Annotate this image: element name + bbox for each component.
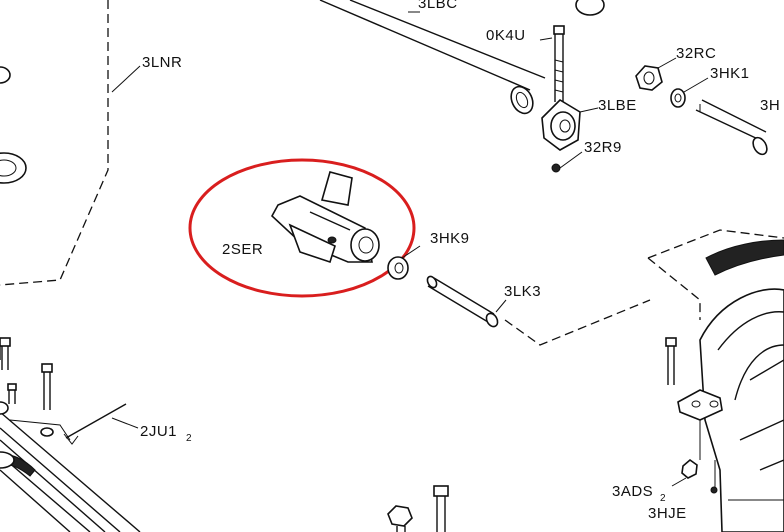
shaft-3lbc	[319, 0, 605, 115]
label-3lbe: 3LBE	[598, 97, 637, 114]
part-labels: 3LBC 0K4U 32RC 3HK1 3LNR 3LBE 3H 32R9 3H…	[140, 0, 780, 522]
label-2ju1-subscript: 2	[186, 433, 192, 444]
bolts-left	[0, 337, 54, 469]
label-3ads: 3ADS	[612, 483, 653, 500]
label-3lk3: 3LK3	[504, 283, 541, 300]
left-boundary-lines	[0, 0, 109, 360]
pin-2ju1	[63, 403, 139, 445]
assembly-outline-right	[504, 229, 784, 346]
label-2ju1: 2JU1	[140, 423, 177, 440]
label-32rc: 32RC	[676, 45, 716, 62]
label-3hje: 3HJE	[648, 505, 687, 522]
part-2ser	[270, 171, 380, 264]
nut-32rc	[635, 57, 677, 91]
label-3hk9: 3HK9	[430, 230, 470, 247]
washer-3hk1	[670, 77, 709, 108]
bolts-bottom	[387, 485, 449, 532]
bearing-3lbe	[541, 98, 599, 173]
bolt-guard	[665, 337, 677, 385]
label-3hk1: 3HK1	[710, 65, 750, 82]
pin-3h	[695, 99, 768, 156]
left-edge-washers	[0, 66, 27, 184]
rail-assembly	[0, 411, 141, 532]
screw-3hje	[710, 486, 718, 494]
washer-3hk9	[387, 245, 421, 280]
label-3ads-subscript: 2	[660, 493, 666, 504]
highlight-circle	[188, 158, 416, 298]
bolt-0k4u	[539, 25, 565, 102]
label-0k4u: 0K4U	[486, 27, 526, 44]
label-2ser: 2SER	[222, 241, 263, 258]
label-3lnr: 3LNR	[142, 54, 182, 71]
leader-lines	[111, 65, 141, 93]
pin-3lk3	[426, 275, 507, 328]
guard-housing	[677, 239, 784, 532]
label-32r9: 32R9	[584, 139, 622, 156]
label-3lbc: 3LBC	[418, 0, 458, 12]
nut-3ads	[671, 458, 698, 487]
label-3h: 3H	[760, 97, 780, 114]
